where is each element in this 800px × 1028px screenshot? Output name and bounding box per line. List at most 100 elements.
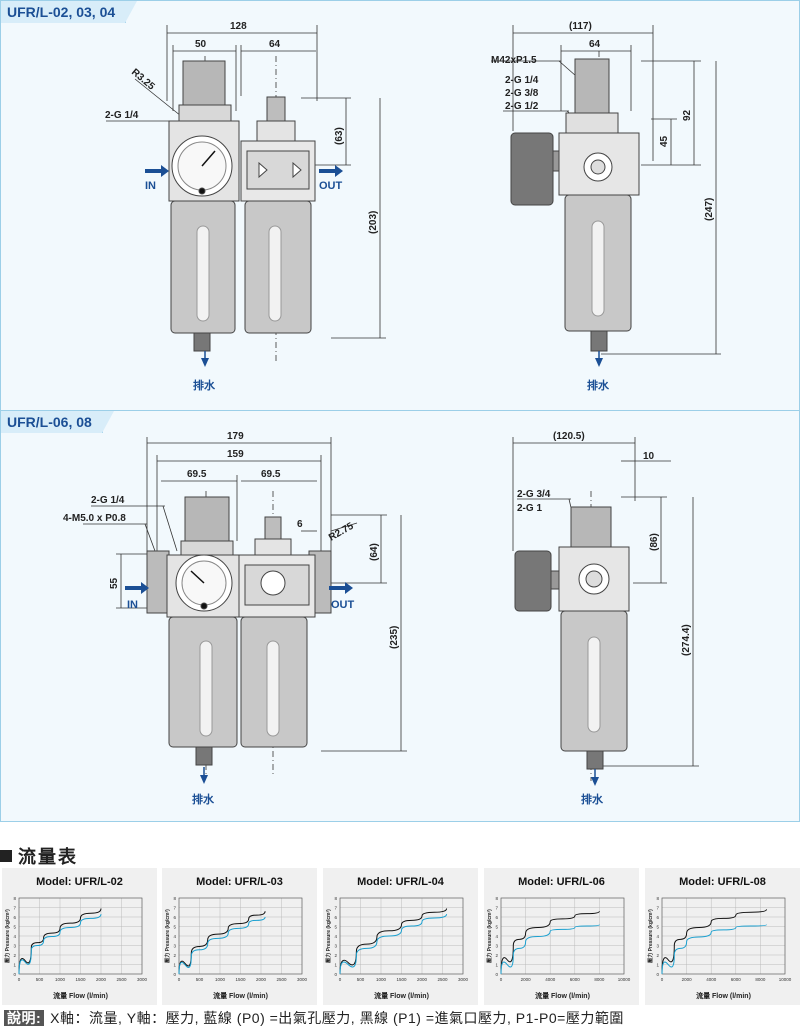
dim-six: 6: [297, 519, 303, 530]
y-tick-label: 5: [13, 925, 16, 930]
label-port: 2-G 1/4: [105, 110, 139, 121]
dim-lubricator-width: 69.5: [261, 469, 281, 480]
label-thread: M42xP1.5: [491, 55, 537, 66]
y-tick-label: 8: [656, 896, 659, 901]
label-port-2: 2-G 3/8: [505, 88, 539, 99]
x-tick-label: 0: [500, 977, 503, 982]
x-tick-label: 500: [36, 977, 44, 982]
y-tick-label: 3: [334, 944, 337, 949]
y-tick-label: 1: [495, 963, 498, 968]
y-tick-label: 7: [173, 906, 176, 911]
y-tick-label: 6: [656, 915, 659, 920]
chart-title: Model: UFR/L-04: [357, 876, 444, 888]
x-tick-label: 3000: [137, 977, 148, 982]
series-line-1: [500, 924, 600, 975]
x-tick-label: 1500: [396, 977, 407, 982]
x-tick-label: 2000: [521, 977, 532, 982]
x-tick-label: 2000: [96, 977, 107, 982]
x-tick-label: 1500: [75, 977, 86, 982]
dim-overall-width: 128: [230, 21, 247, 32]
y-tick-label: 0: [173, 972, 176, 977]
dim-side-depth: (117): [569, 21, 592, 32]
y-axis-label: 壓力 Pressure (kg/cm²): [164, 909, 171, 964]
dim-side-height: (274.4): [681, 624, 692, 656]
y-tick-label: 6: [173, 915, 176, 920]
y-tick-label: 2: [495, 953, 498, 958]
chart-title: Model: UFR/L-03: [196, 876, 283, 888]
x-tick-label: 1000: [55, 977, 66, 982]
y-tick-label: 1: [13, 963, 16, 968]
footer-badge: 說明:: [4, 1010, 45, 1026]
y-tick-label: 8: [334, 896, 337, 901]
y-tick-label: 6: [13, 915, 16, 920]
x-tick-label: 1000: [215, 977, 226, 982]
x-axis-label: 流量 Flow (l/min): [374, 991, 429, 1000]
series-line-0: [661, 909, 768, 975]
chart-title: Model: UFR/L-08: [679, 876, 766, 888]
y-axis-label: 壓力 Pressure (kg/cm²): [4, 909, 11, 964]
dim-mount-width: 159: [227, 449, 244, 460]
plot-frame: [178, 897, 303, 975]
x-tick-label: 0: [661, 977, 664, 982]
footer-note: 說明:X軸：流量, Y軸：壓力, 藍線 (P0) =出氣孔壓力, 黑線 (P1)…: [4, 1008, 624, 1028]
x-tick-label: 2500: [116, 977, 127, 982]
dim-regulator-width: 50: [195, 39, 207, 50]
x-tick-label: 2500: [276, 977, 287, 982]
label-radius: R3.25: [129, 67, 157, 93]
y-axis-label: 壓力 Pressure (kg/cm²): [647, 909, 654, 964]
side-view-drawing: (120.5) 10 (86) (274.4) 2-G 3/4 2-G 1 排水: [512, 431, 699, 806]
label-mount-thread: 4-M5.0 x P0.8: [63, 513, 126, 524]
y-tick-label: 7: [495, 906, 498, 911]
label-port-2: 2-G 1: [517, 503, 542, 514]
x-axis-label: 流量 Flow (l/min): [696, 991, 751, 1000]
dim-mount-height: 55: [109, 577, 120, 589]
x-tick-label: 4000: [706, 977, 717, 982]
series-line-1: [178, 916, 266, 975]
dim-side-height: (247): [704, 198, 715, 221]
y-tick-label: 0: [334, 972, 337, 977]
y-tick-label: 4: [13, 934, 16, 939]
dim-side-92: 92: [682, 109, 693, 121]
y-tick-label: 7: [334, 906, 337, 911]
panel-ufrl-06-08: UFR/L-06, 08: [0, 410, 800, 822]
dim-regulator-width: 69.5: [187, 469, 207, 480]
y-axis-label: 壓力 Pressure (kg/cm²): [486, 909, 493, 964]
x-tick-label: 500: [357, 977, 365, 982]
y-tick-label: 6: [495, 915, 498, 920]
dim-side-45: 45: [659, 135, 670, 147]
dim-top-height: (64): [369, 543, 380, 561]
dim-side-offset: 10: [643, 451, 655, 462]
x-tick-label: 10000: [618, 977, 631, 982]
x-axis-label: 流量 Flow (l/min): [213, 991, 268, 1000]
series-line-1: [661, 924, 768, 975]
y-tick-label: 1: [334, 963, 337, 968]
y-tick-label: 3: [656, 944, 659, 949]
plot-frame: [500, 897, 625, 975]
y-axis-label: 壓力 Pressure (kg/cm²): [325, 909, 332, 964]
y-tick-label: 3: [495, 944, 498, 949]
y-tick-label: 5: [656, 925, 659, 930]
label-drain: 排水: [193, 378, 216, 392]
label-out: OUT: [331, 599, 355, 611]
chart-title: Model: UFR/L-02: [36, 876, 123, 888]
dim-top-height: (63): [334, 127, 345, 145]
front-view-drawing: 128 50 64 (63) (203) R3.25 2-G 1/4 IN OU…: [105, 21, 386, 392]
label-in: IN: [145, 180, 156, 192]
x-axis-label: 流量 Flow (l/min): [53, 991, 108, 1000]
label-drain: 排水: [192, 792, 215, 806]
label-port: 2-G 1/4: [91, 495, 125, 506]
series-line-0: [339, 908, 448, 975]
y-tick-label: 6: [334, 915, 337, 920]
y-tick-label: 4: [334, 934, 337, 939]
plot-frame: [18, 897, 143, 975]
x-tick-label: 2000: [417, 977, 428, 982]
x-tick-label: 0: [18, 977, 21, 982]
